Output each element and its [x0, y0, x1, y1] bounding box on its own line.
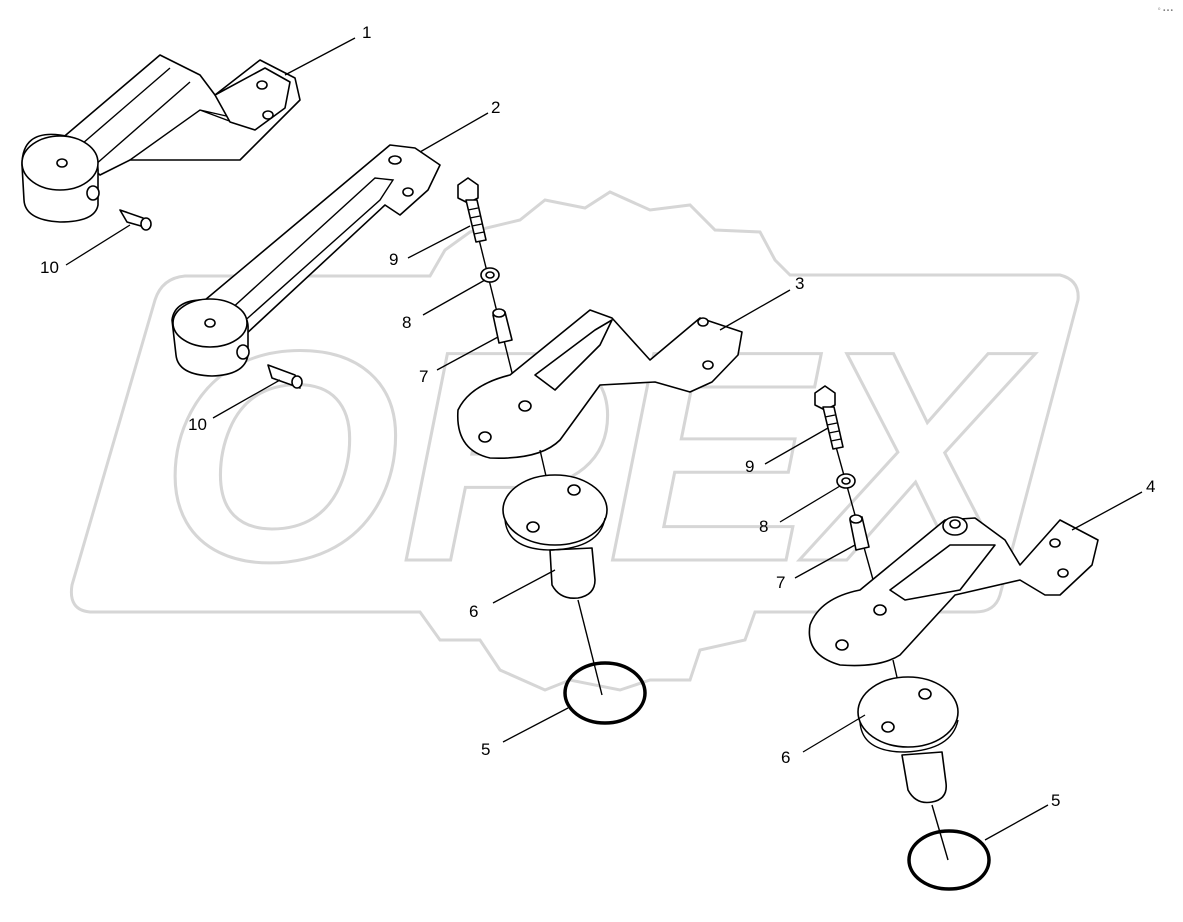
callout-6-right: 6: [781, 748, 790, 767]
part-5-o-ring-right: [907, 829, 991, 891]
callout-labels: 1 2 3 4 5 5 6 6 7 7 8 8 9 9 10 10: [40, 23, 1155, 810]
callout-2: 2: [491, 98, 500, 117]
part-1-arm-bracket: [21, 54, 301, 223]
part-10-spacer-top: [119, 209, 152, 231]
callout-3: 3: [795, 274, 804, 293]
part-4-bracket-plate: [808, 516, 1099, 713]
part-6-flanged-pin-left: [502, 474, 608, 696]
callout-7-left: 7: [419, 367, 428, 386]
callout-8-right: 8: [759, 517, 768, 536]
callout-9-left: 9: [389, 250, 398, 269]
left-fastener-stack: [457, 177, 521, 406]
leader-lines: [65, 37, 1143, 841]
watermark-gear-outline: [69, 190, 1080, 692]
part-6-flanged-pin-right: [857, 676, 959, 861]
callout-10-top: 10: [40, 258, 59, 277]
callout-10-lower: 10: [188, 415, 207, 434]
callout-5-left: 5: [481, 740, 490, 759]
part-3-bracket-plate: [457, 309, 743, 503]
callout-7-right: 7: [776, 573, 785, 592]
callout-1: 1: [362, 23, 371, 42]
corner-mark: ⁰ ∙∙∙: [1158, 7, 1174, 14]
right-fastener-stack: [814, 385, 883, 613]
callout-4: 4: [1146, 477, 1155, 496]
callout-5-right: 5: [1051, 791, 1060, 810]
part-5-o-ring-left: [563, 661, 647, 725]
callout-8-left: 8: [402, 313, 411, 332]
part-2-long-arm: [171, 144, 441, 377]
part-10-spacer-lower: [267, 364, 303, 389]
callout-6-left: 6: [469, 602, 478, 621]
callout-9-right: 9: [745, 457, 754, 476]
